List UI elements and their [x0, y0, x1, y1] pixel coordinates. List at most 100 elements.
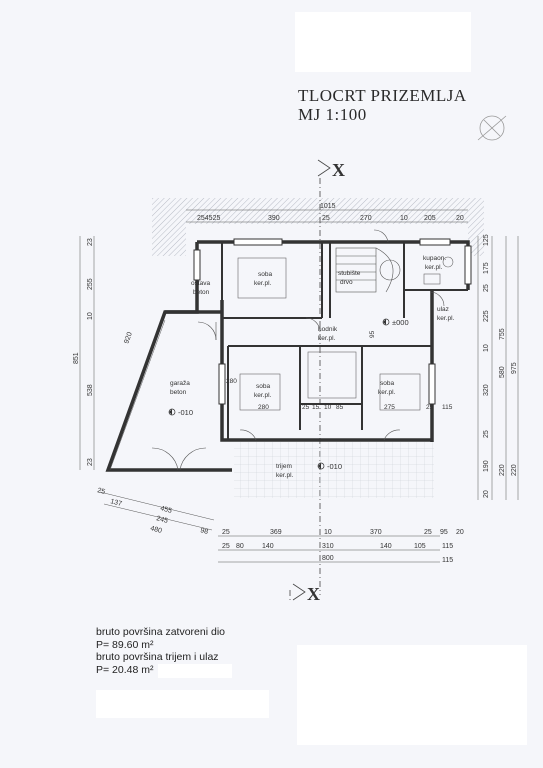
- room-kupaonica-name: kupaon.: [423, 255, 446, 262]
- section-line: [289, 178, 321, 600]
- dim-lower-2: 455: [159, 505, 172, 515]
- dim-right-6: 25: [483, 430, 490, 438]
- dim-b2-1: 80: [236, 543, 244, 550]
- door-swings: [151, 229, 445, 471]
- dim-int-5: 85: [336, 404, 344, 411]
- level-main: ±000: [392, 318, 409, 327]
- dim-int-0: 280: [226, 378, 237, 385]
- dim-right-outer-1: 220: [511, 464, 518, 476]
- dim-lower-1: 137: [109, 498, 122, 508]
- room-ostava-name: ostava: [191, 280, 211, 287]
- dim-top-total: 1015: [320, 203, 336, 210]
- dim-bottom-total: 800: [322, 555, 334, 562]
- dim-int-2: 25: [302, 404, 310, 411]
- staircase: [335, 247, 401, 293]
- dim-right-4: 10: [483, 344, 490, 352]
- room-ulaz-floor: ker.pl.: [437, 315, 455, 322]
- room-ostava-floor: beton: [193, 289, 210, 296]
- note-porch-area-value: P= 20.48 m²: [96, 663, 154, 676]
- redacted-box-top: [295, 12, 471, 72]
- dim-right-outer-0: 975: [511, 362, 518, 374]
- dim-left-2: 10: [87, 312, 94, 320]
- dim-b2-3: 310: [322, 543, 334, 550]
- outer-walls: [105, 240, 470, 472]
- redacted-box-notes: [158, 664, 232, 678]
- dim-left-3: 538: [87, 384, 94, 396]
- room-garaza-floor: beton: [170, 389, 187, 396]
- dim-int-4: 10: [324, 404, 332, 411]
- dim-b1-4: 25: [424, 529, 432, 536]
- dimension-lines: [79, 209, 519, 563]
- dim-diagonal: 920: [123, 331, 134, 344]
- room-labels: soba ker.pl. ostava beton stubište drvo …: [170, 255, 455, 479]
- area-notes: bruto površina zatvoreni dio P= 89.60 m²…: [96, 626, 225, 676]
- dim-top-1: 390: [268, 215, 280, 222]
- dim-b1-6: 20: [456, 529, 464, 536]
- room-garaza-name: garaža: [170, 380, 190, 387]
- room-soba-top-name: soba: [258, 271, 272, 278]
- dim-top-3: 270: [360, 215, 372, 222]
- level-garage: -010: [178, 408, 193, 417]
- dim-left-4: 23: [87, 458, 94, 466]
- dim-left-1: 255: [87, 278, 94, 290]
- dim-right-5: 320: [483, 384, 490, 396]
- plan-scale: MJ 1:100: [298, 105, 367, 124]
- dim-int-1: 95: [369, 330, 376, 338]
- dim-right-3: 225: [483, 310, 490, 322]
- dim-right-7: 190: [483, 460, 490, 472]
- dim-right-8: 20: [483, 490, 490, 498]
- dim-top-4: 10: [400, 215, 408, 222]
- section-marker-top: X: [317, 159, 345, 180]
- dim-top-5: 205: [424, 215, 436, 222]
- dim-left-total: 851: [73, 352, 80, 364]
- dim-lower-3: 245: [155, 515, 168, 525]
- room-hodnik-name: hodnik: [318, 326, 338, 333]
- dim-lower-5: 98: [199, 527, 208, 536]
- dim-right-0: 125: [483, 234, 490, 246]
- dim-right-mid-0: 755: [499, 328, 506, 340]
- room-trijem-floor: ker.pl.: [276, 472, 294, 479]
- room-soba-right-floor: ker.pl.: [378, 389, 396, 396]
- dim-top-2: 25: [322, 215, 330, 222]
- dim-top-6: 20: [456, 215, 464, 222]
- dim-int-6: 115: [442, 404, 453, 411]
- note-closed-area-value: P= 89.60 m²: [96, 638, 154, 651]
- dim-int-7: 25: [426, 404, 434, 411]
- dim-lower-4: 480: [149, 525, 162, 535]
- dim-b2-2: 140: [262, 543, 274, 550]
- room-soba-left-name: soba: [256, 383, 270, 390]
- inner-walls: [221, 242, 468, 440]
- note-porch-area-label: bruto površina trijem i ulaz: [96, 651, 219, 663]
- dim-int-3: 15: [312, 404, 320, 411]
- dim-b2-4: 140: [380, 543, 392, 550]
- room-trijem-name: trijem: [276, 463, 292, 470]
- windows: [193, 238, 472, 405]
- dim-right-mid-2: 220: [499, 464, 506, 476]
- section-marker-bottom: X: [292, 583, 320, 604]
- dim-b1-5: 95: [440, 529, 448, 536]
- dim-top-0: 254525: [197, 215, 220, 222]
- dim-b2-5: 105: [414, 543, 426, 550]
- level-markers: ±000 -010 -010: [168, 318, 409, 471]
- room-hodnik-floor: ker.pl.: [318, 335, 336, 342]
- dimension-texts: 1015 254525 390 25 270 10 205 20 23 255 …: [73, 203, 518, 564]
- room-soba-top-floor: ker.pl.: [254, 280, 272, 287]
- room-soba-left-size: 280: [258, 404, 269, 411]
- dim-left-0: 23: [87, 238, 94, 246]
- dim-right-1: 175: [483, 262, 490, 274]
- dim-b1-1: 369: [270, 529, 282, 536]
- dim-bottom-right: 115: [442, 557, 453, 564]
- dim-b2-0: 25: [222, 543, 230, 550]
- redacted-box-bottom-right: [297, 645, 527, 745]
- room-soba-left-floor: ker.pl.: [254, 392, 272, 399]
- dim-b1-2: 10: [324, 529, 332, 536]
- dim-b2-6: 115: [442, 543, 453, 550]
- dim-right-mid-1: 580: [499, 366, 506, 378]
- redacted-box-bottom-left: [96, 690, 269, 718]
- dim-b1-3: 370: [370, 529, 382, 536]
- section-label-top: X: [332, 160, 345, 180]
- section-label-bottom: X: [307, 584, 320, 604]
- room-ulaz-name: ulaz: [437, 306, 449, 313]
